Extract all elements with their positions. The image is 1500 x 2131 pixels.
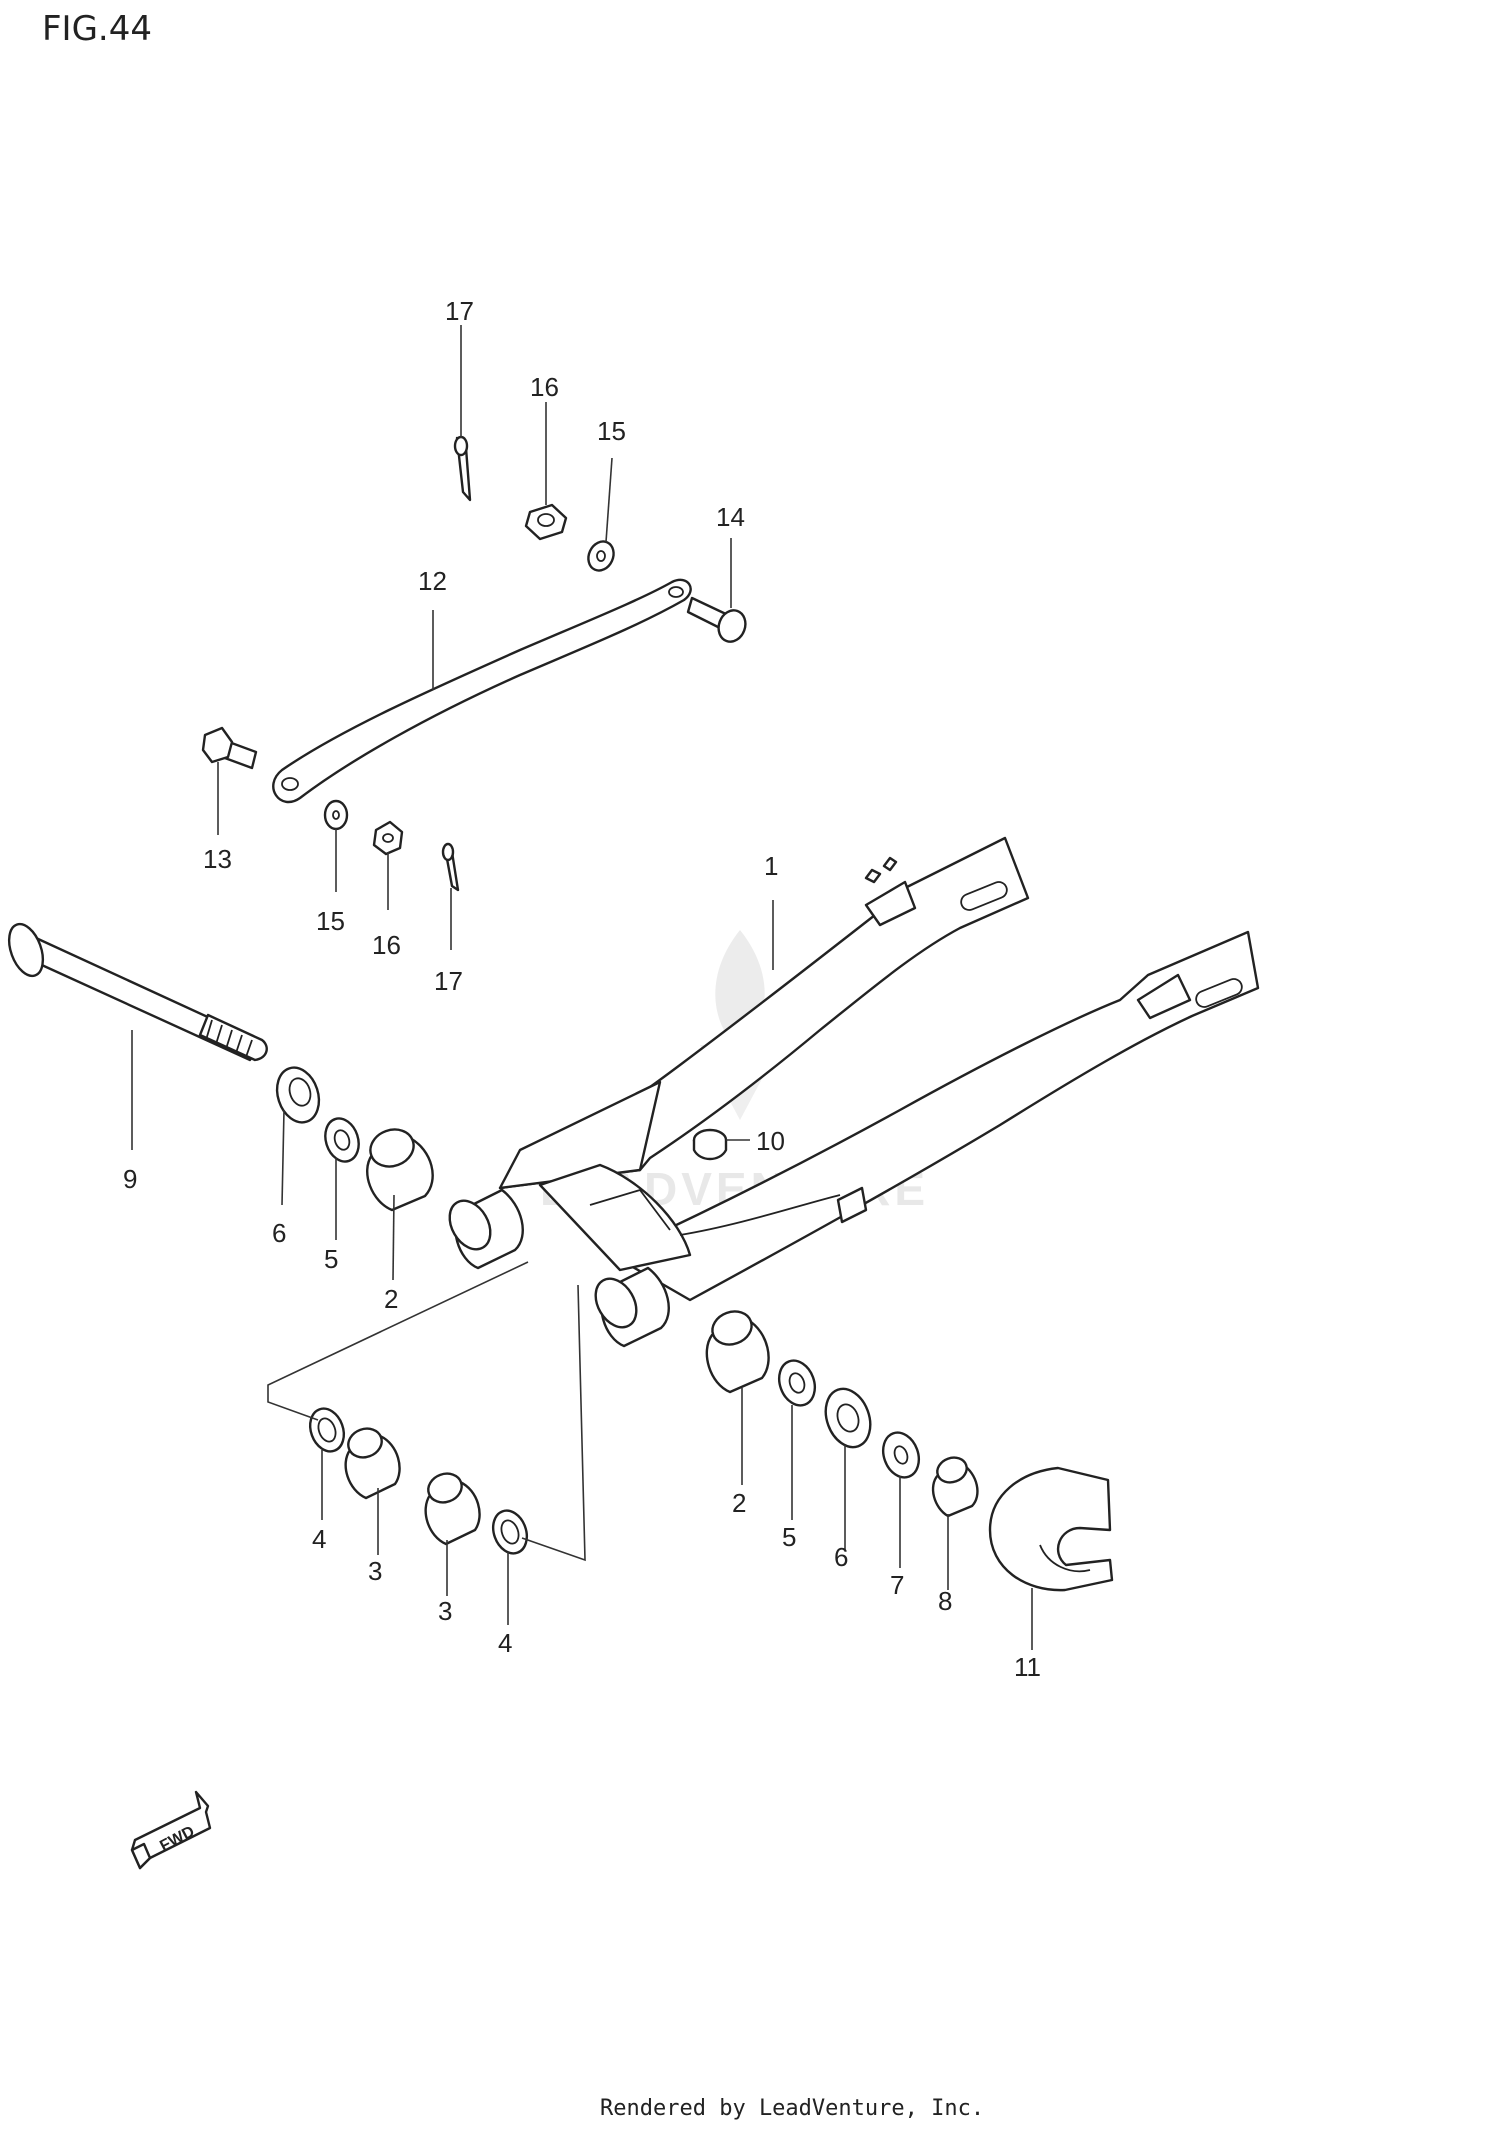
bushing-left: [366, 1128, 434, 1212]
callout-2-right: 2: [732, 1488, 746, 1518]
callout-15-lower: 15: [316, 906, 345, 936]
bushing-right: [705, 1310, 770, 1394]
callout-17-top: 17: [445, 296, 474, 326]
callout-13: 13: [203, 844, 232, 874]
torque-rod: [272, 578, 692, 804]
washer-top: [587, 540, 615, 572]
pivot-tube-left: [448, 1188, 524, 1270]
callout-11: 11: [1014, 1652, 1041, 1682]
callouts: 17 16 15 14 12 13 15 16 17 1 9 6 5 2 10 …: [123, 296, 1041, 1682]
nut-top: [524, 503, 568, 541]
callout-9: 9: [123, 1164, 137, 1194]
callout-14: 14: [716, 502, 745, 532]
swingarm: [448, 836, 1260, 1348]
callout-16-lower: 16: [372, 930, 401, 960]
callout-3-lower: 3: [438, 1596, 452, 1626]
callout-5-right: 5: [782, 1522, 796, 1552]
nut-lower: [372, 820, 404, 856]
callout-6-left: 6: [272, 1218, 286, 1248]
oil-seal-right: [824, 1387, 872, 1449]
pivot-shaft: [7, 922, 268, 1062]
callout-5-left: 5: [324, 1244, 338, 1274]
callout-15-top: 15: [597, 416, 626, 446]
forward-arrow-icon: FWD: [130, 1790, 212, 1870]
callout-17-lower: 17: [434, 966, 463, 996]
callout-4-lower: 4: [498, 1628, 512, 1658]
collar-lower-left-a: [344, 1427, 401, 1500]
spacer-nut-right: [931, 1456, 979, 1518]
washer-right-a: [777, 1359, 817, 1407]
callout-1: 1: [764, 851, 778, 881]
figure-title: FIG.44: [42, 9, 152, 49]
callout-4-left: 4: [312, 1524, 326, 1554]
callout-8: 8: [938, 1586, 952, 1616]
pivot-tube-right: [594, 1266, 670, 1348]
bolt-left: [201, 726, 258, 770]
reference-lines: [267, 1261, 586, 1562]
callout-12: 12: [418, 566, 447, 596]
chain-guide: [988, 1466, 1114, 1592]
washer-lower-left-a: [308, 1407, 346, 1453]
leader-lines: [131, 325, 1033, 1650]
callout-3-left: 3: [368, 1556, 382, 1586]
callout-6-right: 6: [834, 1542, 848, 1572]
bolt-right: [686, 596, 747, 643]
cap: [692, 1128, 728, 1161]
callout-7: 7: [890, 1570, 904, 1600]
cotter-pin-lower: [441, 842, 460, 892]
callout-16-top: 16: [530, 372, 559, 402]
washer-right-b: [881, 1431, 921, 1479]
callout-10: 10: [756, 1126, 785, 1156]
cotter-pin-top: [453, 435, 472, 502]
callout-2-left: 2: [384, 1284, 398, 1314]
washer-left: [324, 1117, 360, 1163]
washer-lower: [323, 799, 349, 831]
footer-credit: Rendered by LeadVenture, Inc.: [600, 2096, 984, 2121]
washer-lower-left-b: [491, 1509, 529, 1555]
collar-lower-left-b: [424, 1472, 481, 1546]
oil-seal-left: [275, 1066, 321, 1124]
